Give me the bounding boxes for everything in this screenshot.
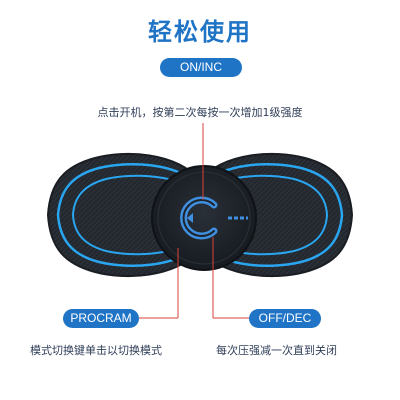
mode-button[interactable] — [187, 213, 193, 223]
power-label-badge: ON/INC — [160, 58, 242, 77]
controller-unit — [151, 165, 257, 271]
power-button[interactable] — [180, 196, 218, 240]
off-description: 每次压强减一次直到关闭 — [216, 344, 337, 357]
off-label-badge: OFF/DEC — [249, 309, 321, 328]
mode-description: 模式切换键单击以切换模式 — [30, 344, 162, 357]
mode-label-badge: PROCRAM — [63, 309, 139, 328]
triangle-icon — [187, 213, 193, 223]
power-description: 点击开机，按第二次每按一次增加1级强度 — [97, 106, 303, 119]
page-title: 轻松使用 — [148, 18, 252, 46]
